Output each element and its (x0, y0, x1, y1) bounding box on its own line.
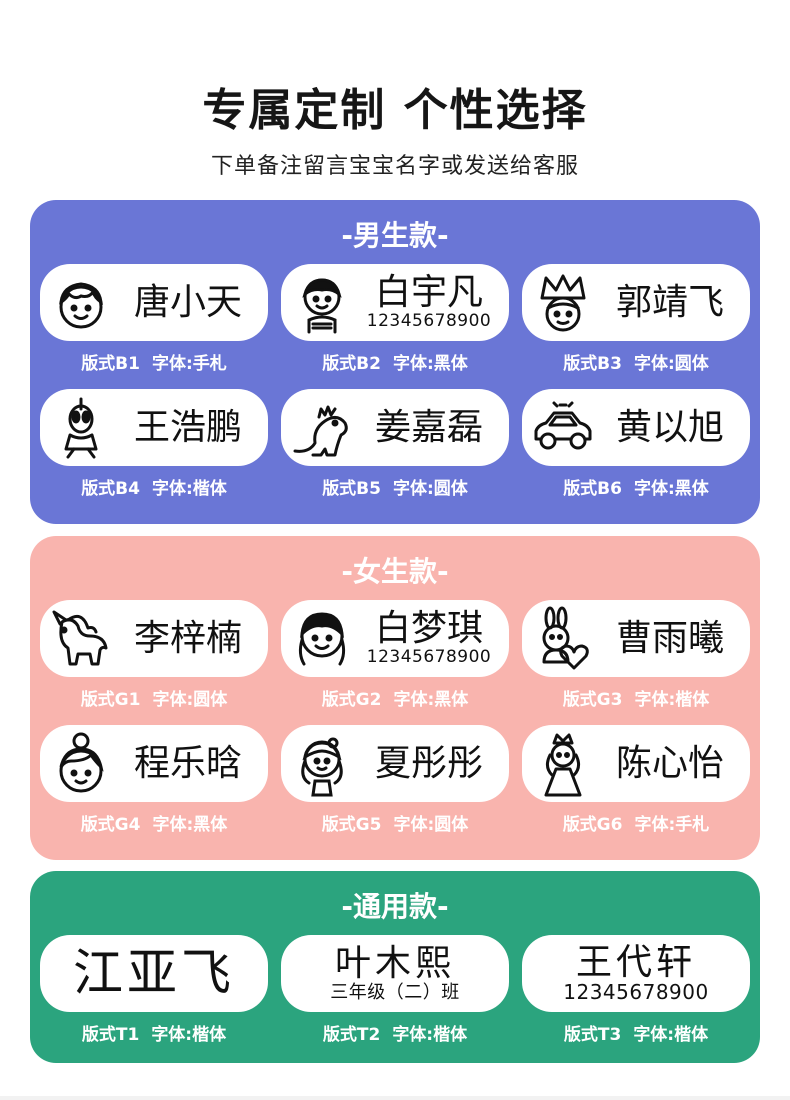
card-name: 夏彤彤 (374, 742, 483, 784)
ultraman-icon (48, 395, 114, 461)
card-name: 白宇凡 (374, 272, 483, 314)
princess-icon (530, 731, 596, 797)
boys-panel-title: -男生款- (341, 219, 449, 252)
card-name: 姜嘉磊 (374, 406, 483, 448)
card-name: 李梓楠 (133, 617, 242, 659)
card-name: 王代轩 (575, 941, 696, 983)
boy-with-collar-icon (289, 270, 355, 336)
page-subtitle: 下单备注留言宝宝名字或发送给客服 (210, 154, 579, 179)
card-name: 叶木熙 (334, 942, 455, 984)
bunny-heart-icon (530, 606, 596, 672)
card-name: 王浩鹏 (133, 406, 242, 448)
bun-girl-icon (48, 731, 114, 797)
card-class-text: 三年级（二）班 (330, 981, 460, 1003)
unicorn-icon (48, 606, 114, 672)
card-name: 郭靖飞 (615, 281, 724, 323)
curly-hair-boy-icon (48, 270, 114, 336)
girls-panel-title: -女生款- (341, 555, 449, 588)
card-name: 黄以旭 (615, 406, 724, 448)
card-name: 白梦琪 (374, 608, 483, 650)
card-name: 曹雨曦 (615, 617, 724, 659)
general-panel-title: -通用款- (341, 890, 449, 923)
page-title: 专属定制 个性选择 (202, 85, 588, 136)
card-phone-number: 12345678900 (366, 311, 492, 332)
crown-boy-icon (530, 270, 596, 336)
bottom-divider (0, 1096, 790, 1100)
card-name: 江亚飞 (73, 944, 235, 1003)
car-icon (530, 395, 596, 461)
card-name: 程乐晗 (133, 742, 242, 784)
pigtail-girl-icon (289, 606, 355, 672)
flower-girl-icon (289, 731, 355, 797)
card-phone-number: 12345678900 (563, 980, 709, 1005)
card-name: 唐小天 (133, 281, 242, 323)
card-name: 陈心怡 (615, 742, 724, 784)
dinosaur-icon (289, 395, 355, 461)
card-phone-number: 12345678900 (366, 647, 492, 668)
